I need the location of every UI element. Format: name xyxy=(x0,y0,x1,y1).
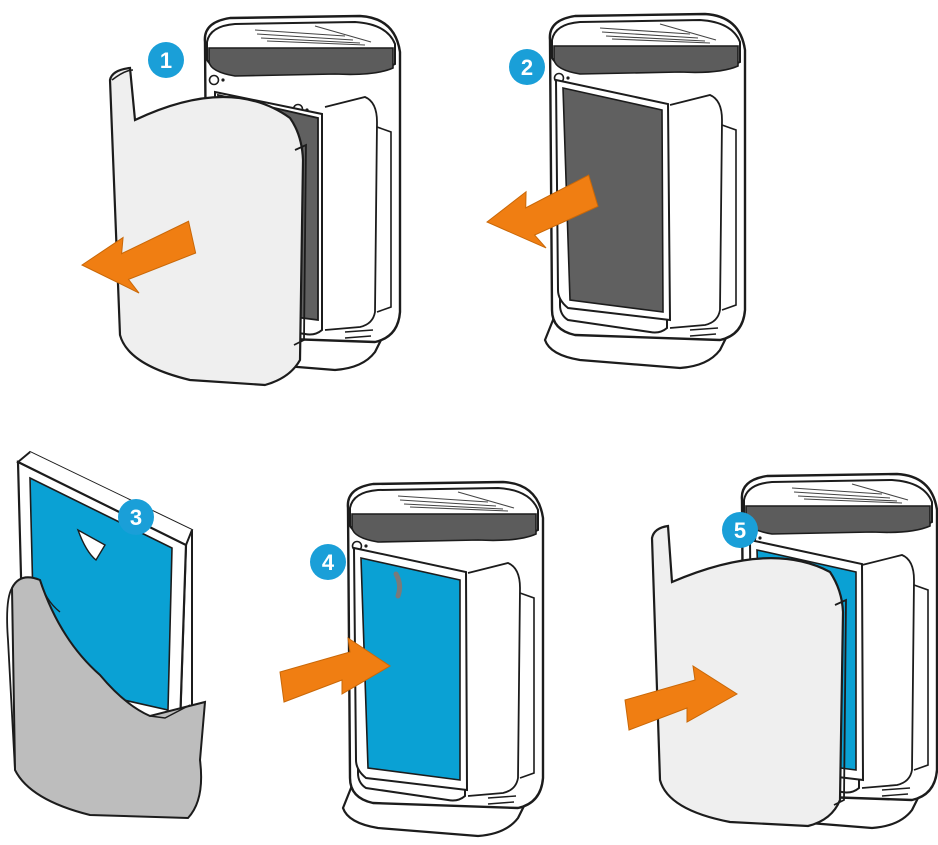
step-1-panel: 1 xyxy=(81,14,402,387)
step-3-number: 3 xyxy=(130,505,142,530)
step-5-number: 5 xyxy=(734,518,746,543)
arrow-left-icon xyxy=(486,174,599,249)
dark-filter xyxy=(562,86,664,313)
blue-filter-installed xyxy=(360,556,461,781)
front-cover xyxy=(108,66,305,387)
arrow-left-icon xyxy=(81,220,197,294)
step-4-badge: 4 xyxy=(310,544,346,580)
step-1-badge: 1 xyxy=(148,42,184,78)
arrow-right-icon xyxy=(624,664,738,731)
step-3-panel: 3 xyxy=(6,450,207,820)
step-5-badge: 5 xyxy=(722,512,758,548)
step-2-panel: 2 xyxy=(486,12,747,370)
front-cover-replace xyxy=(650,524,845,828)
step-3-badge: 3 xyxy=(118,499,154,535)
arrow-right-icon xyxy=(279,636,391,703)
step-1-number: 1 xyxy=(160,48,172,73)
step-2-badge: 2 xyxy=(509,49,545,85)
step-4-panel: 4 xyxy=(279,480,545,838)
step-4-number: 4 xyxy=(322,550,335,575)
step-2-number: 2 xyxy=(521,55,533,80)
step-5-panel: 5 xyxy=(624,472,938,830)
